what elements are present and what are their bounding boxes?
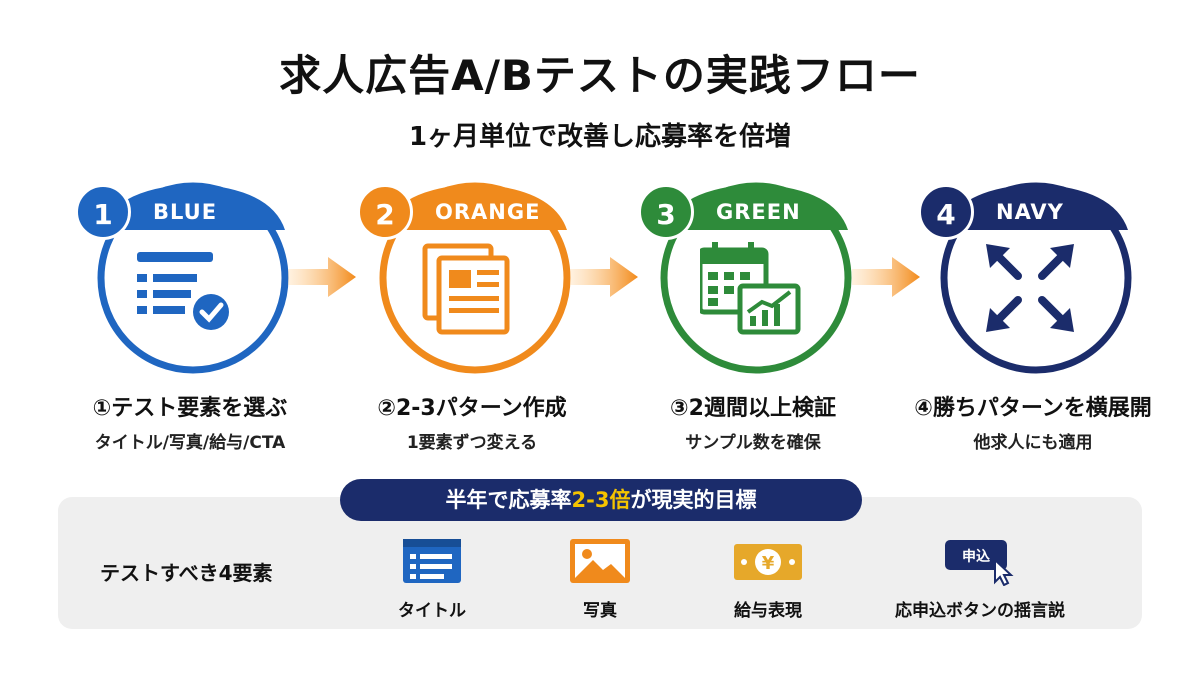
step-4: 4 NAVY ④勝ちパターンを横展開 他求人にも適用 bbox=[914, 178, 1152, 468]
step-1: 1 BLUE ①テスト要素を選ぶ タイトル/写真/給与/CTA bbox=[75, 178, 305, 468]
element-salary: ¥ 給与表現 bbox=[668, 538, 868, 621]
step-2-color-name: ORANGE bbox=[435, 200, 541, 224]
element-apply-button: 申込 応申込ボタンの揺言説 bbox=[880, 538, 1080, 621]
element-title-label: タイトル bbox=[398, 601, 466, 621]
step-1-number: 1 bbox=[75, 184, 131, 240]
step-4-sub: 他求人にも適用 bbox=[973, 433, 1093, 453]
panel-label: テストすべき4要素 bbox=[100, 561, 273, 585]
element-photo-label: 写真 bbox=[583, 601, 617, 621]
step-2-label: ②2-3パターン作成 bbox=[377, 396, 567, 421]
step-3-label: ③2週間以上検証 bbox=[670, 396, 836, 421]
calendar-chart-icon bbox=[700, 242, 801, 335]
element-title: タイトル bbox=[332, 538, 532, 621]
step-4-color-name: NAVY bbox=[996, 200, 1064, 224]
page-title: 求人広告A/Bテストの実践フロー bbox=[279, 51, 921, 100]
step-2-number: 2 bbox=[357, 184, 413, 240]
flow-arrow-1 bbox=[288, 257, 356, 297]
step-3-sub: サンプル数を確保 bbox=[685, 433, 821, 453]
apply-button-text: 申込 bbox=[962, 548, 990, 565]
step-2-sub: 1要素ずつ変える bbox=[406, 433, 538, 453]
expand-arrows-icon bbox=[986, 244, 1074, 332]
step-3: 3 GREEN ③2週間以上検証 サンプル数を確保 bbox=[638, 178, 868, 468]
photo-icon bbox=[570, 539, 630, 583]
step-1-label: ①テスト要素を選ぶ bbox=[92, 396, 288, 421]
title-list-icon bbox=[403, 539, 461, 583]
page-subtitle: 1ヶ月単位で改善し応募率を倍増 bbox=[408, 122, 792, 152]
banner-suffix: が現実的目標 bbox=[630, 488, 757, 512]
yen-bill-icon: ¥ bbox=[734, 544, 802, 580]
element-photo: 写真 bbox=[500, 538, 700, 621]
banner-prefix: 半年で応募率 bbox=[445, 488, 572, 512]
step-4-number: 4 bbox=[918, 184, 974, 240]
banner-highlight: 2-3倍 bbox=[571, 488, 631, 512]
documents-icon bbox=[422, 243, 510, 335]
svg-text:¥: ¥ bbox=[762, 553, 775, 574]
apply-button-icon: 申込 bbox=[945, 540, 1014, 587]
step-3-color-name: GREEN bbox=[716, 200, 801, 224]
goal-banner: 半年で応募率2-3倍が現実的目標 bbox=[340, 479, 862, 521]
step-1-sub: タイトル/写真/給与/CTA bbox=[94, 433, 286, 453]
step-3-number: 3 bbox=[638, 184, 694, 240]
flow-arrow-3 bbox=[852, 257, 920, 297]
element-salary-label: 給与表現 bbox=[734, 601, 802, 621]
step-4-label: ④勝ちパターンを横展開 bbox=[914, 396, 1152, 421]
flow-arrow-2 bbox=[570, 257, 638, 297]
element-apply-button-label: 応申込ボタンの揺言説 bbox=[895, 601, 1065, 621]
step-1-color-name: BLUE bbox=[153, 200, 218, 224]
checklist-icon bbox=[137, 252, 229, 330]
step-2: 2 ORANGE ②2-3パターン作成 1要素ずつ変える bbox=[357, 178, 587, 468]
